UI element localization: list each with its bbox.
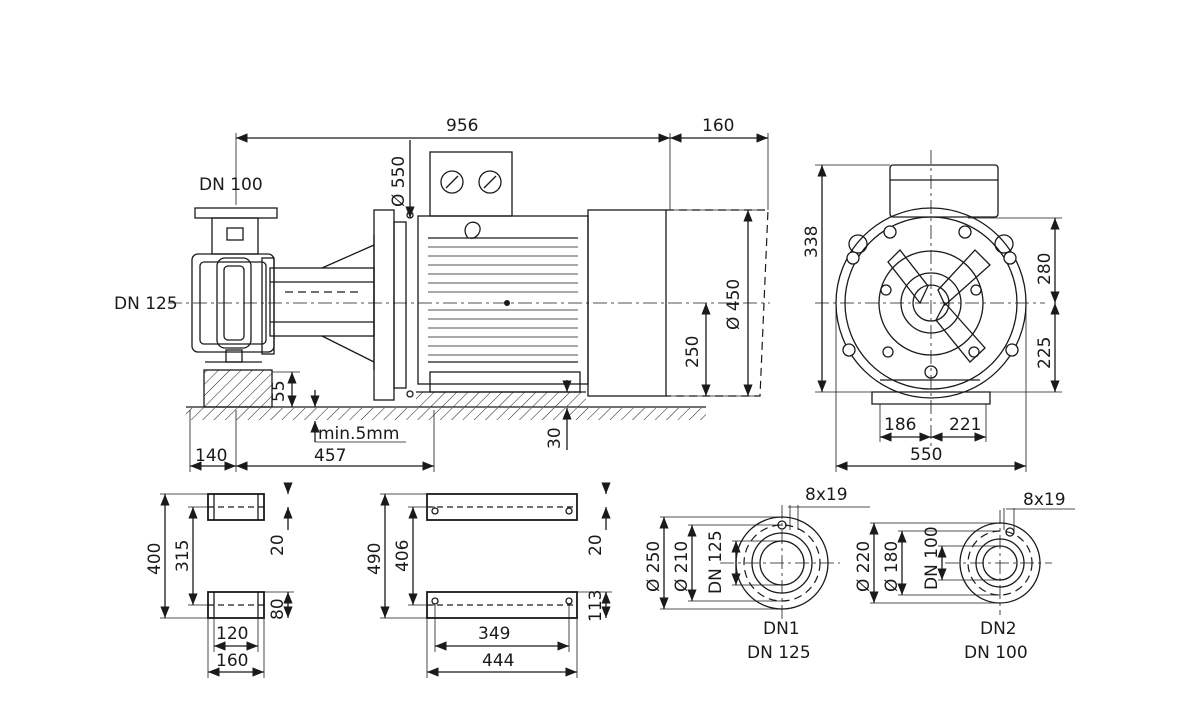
- label-160: 160: [702, 116, 734, 136]
- end-view: 338 280 225 186 221 550: [802, 150, 1062, 472]
- pump-casing: [191, 207, 278, 363]
- label-end-280: 280: [1035, 253, 1055, 285]
- label-end-225: 225: [1035, 337, 1055, 369]
- label-shaft-250: 250: [683, 336, 703, 368]
- label-dn125-side: DN 125: [114, 294, 178, 314]
- label-dn1-bolt-circle: Ø 210: [672, 541, 692, 592]
- lantern-bracket: [269, 235, 375, 370]
- label-pf-315: 315: [173, 540, 193, 572]
- label-dn1-outer: Ø 250: [644, 541, 664, 592]
- label-956: 956: [446, 116, 478, 136]
- label-dn100-side: DN 100: [199, 175, 263, 195]
- dim-end-338: 338: [802, 164, 890, 393]
- label-dn2-size: DN 100: [964, 643, 1028, 663]
- label-dn2-outer: Ø 220: [854, 541, 874, 592]
- label-end-221: 221: [949, 415, 981, 435]
- label-end-186: 186: [884, 415, 916, 435]
- label-140: 140: [195, 446, 227, 466]
- dim-shaft-250: 250: [683, 303, 711, 396]
- label-foot-55: 55: [269, 380, 289, 402]
- label-flange-550: Ø 550: [389, 156, 409, 207]
- label-dn2: DN2: [980, 619, 1017, 639]
- flange-dn1: 8x19 Ø 250 Ø 210 DN 125 DN1 DN 125: [644, 485, 870, 663]
- dim-bottom-140-457: 140 457: [189, 410, 435, 472]
- label-base-30: 30: [545, 427, 565, 449]
- label-pf-120: 120: [216, 624, 248, 644]
- motor-foot-detail: 490 406 20 113 349 444: [365, 482, 612, 678]
- dim-end-186-221: 186 221: [879, 404, 987, 442]
- dim-motor-450: Ø 450: [670, 209, 760, 397]
- label-pf-400: 400: [145, 543, 165, 575]
- motor-flange: [373, 209, 414, 401]
- motor-base-block: [416, 392, 586, 407]
- dim-gap-min5: min.5mm: [310, 390, 406, 444]
- label-mf-406: 406: [393, 540, 413, 572]
- label-dn2-bolts: 8x19: [1023, 490, 1066, 510]
- label-mf-444: 444: [482, 651, 514, 671]
- label-min-gap: min.5mm: [318, 424, 399, 444]
- label-end-338: 338: [802, 226, 822, 258]
- side-view: 956 160 DN 100 DN 125 Ø 550 Ø 450 250 55: [114, 116, 770, 472]
- label-dn1-size: DN 125: [747, 643, 811, 663]
- dim-base-30: 30: [545, 380, 572, 450]
- flange-dn2: 8x19 Ø 220 Ø 180 DN 100 DN2 DN 100: [854, 490, 1075, 663]
- label-mf-349: 349: [478, 624, 510, 644]
- label-457: 457: [314, 446, 346, 466]
- pump-foot-detail: 400 315 20 80 120 160: [145, 482, 294, 678]
- label-dn2-bolt-circle: Ø 180: [882, 541, 902, 592]
- label-pf-160: 160: [216, 651, 248, 671]
- label-dn1-bolts: 8x19: [805, 485, 848, 505]
- label-pf-20: 20: [268, 534, 288, 556]
- label-pf-80: 80: [268, 598, 288, 620]
- label-mf-20: 20: [586, 534, 606, 556]
- dim-flange-550: Ø 550: [389, 140, 415, 218]
- label-motor-450: Ø 450: [724, 279, 744, 330]
- label-dn1-nominal: DN 125: [706, 530, 726, 594]
- dim-end-550: 550: [835, 303, 1027, 472]
- label-dn1: DN1: [763, 619, 800, 639]
- label-mf-113: 113: [586, 590, 606, 622]
- dim-956: 956 160: [235, 116, 769, 210]
- label-dn2-nominal: DN 100: [922, 526, 942, 590]
- label-end-550: 550: [910, 445, 942, 465]
- motor-body: [417, 151, 667, 397]
- label-mf-490: 490: [365, 543, 385, 575]
- dim-end-280-225: 280 225: [968, 217, 1062, 393]
- dim-foot-55: 55: [269, 371, 300, 407]
- terminal-box: [889, 164, 999, 218]
- pump-foot-block: [204, 370, 272, 407]
